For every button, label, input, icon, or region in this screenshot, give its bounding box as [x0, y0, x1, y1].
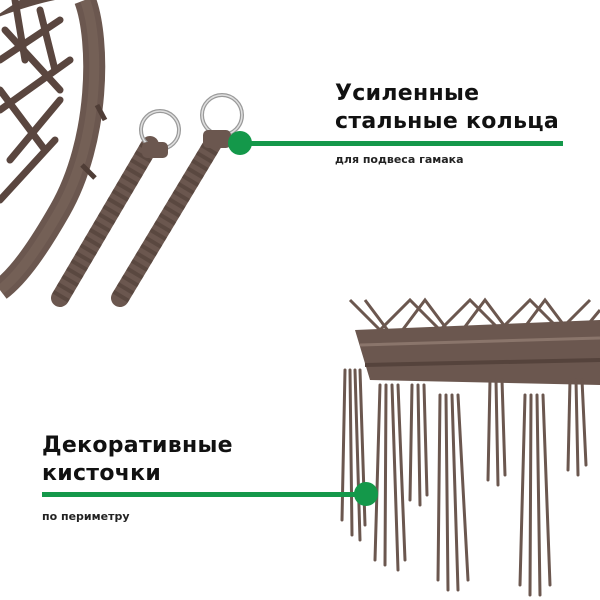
- feature-title-tassels: Декоративные кисточки: [42, 433, 233, 486]
- feature-title-steel-rings: Усиленные стальные кольца: [335, 81, 560, 134]
- callout-dot-icon: [354, 482, 378, 506]
- feature-subtitle-tassels: по периметру: [42, 510, 130, 523]
- tassel: [436, 393, 470, 592]
- callout-line-tassels: [42, 492, 364, 497]
- tassel: [518, 393, 552, 597]
- tassel: [566, 378, 588, 477]
- hammock-frame-image: [0, 0, 108, 299]
- feature-subtitle-steel-rings: для подвеса гамака: [335, 153, 464, 166]
- callout-dot-icon: [228, 131, 252, 155]
- callout-line-steel-rings: [245, 141, 563, 146]
- tassel: [373, 383, 407, 572]
- tassel: [408, 383, 429, 507]
- tassel: [340, 368, 367, 542]
- tassel: [486, 378, 507, 487]
- steel-rings-image: [51, 93, 244, 307]
- tassel-fringe-image: [340, 297, 600, 597]
